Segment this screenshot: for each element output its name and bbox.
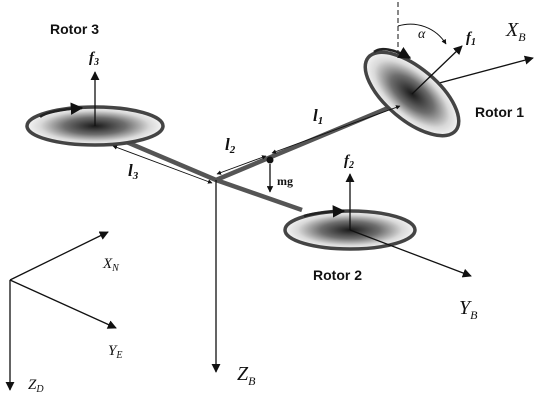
center-of-mass xyxy=(266,156,274,164)
l3-label: l3 xyxy=(128,161,139,182)
rotor3-label: Rotor 3 xyxy=(50,21,99,37)
l1-dimension xyxy=(271,105,401,154)
rotor1-label: Rotor 1 xyxy=(475,104,524,120)
alpha-arc xyxy=(397,23,447,45)
f1-label: f1 xyxy=(466,30,476,48)
f2-label: f2 xyxy=(344,153,354,171)
l3-dimension xyxy=(112,145,213,184)
arm-rotor2 xyxy=(215,177,303,213)
alpha-label: α xyxy=(418,27,426,42)
ye-label: YE xyxy=(108,343,122,361)
yb-label: YB xyxy=(459,297,478,322)
l2-label: l2 xyxy=(225,135,236,156)
l1-label: l1 xyxy=(313,106,323,127)
xn-axis-line xyxy=(9,231,109,281)
f1-arrow xyxy=(411,45,463,95)
l2-dimension xyxy=(216,155,267,175)
yb-axis-line xyxy=(349,229,472,278)
xn-label: XN xyxy=(102,256,120,274)
f3-label: f3 xyxy=(89,50,99,68)
rotor2-label: Rotor 2 xyxy=(313,267,362,283)
mg-label: mg xyxy=(277,174,293,188)
zb-label: ZB xyxy=(237,363,256,388)
ye-axis-line xyxy=(9,279,117,329)
zd-label: ZD xyxy=(28,377,44,395)
xb-label: XB xyxy=(505,19,526,44)
